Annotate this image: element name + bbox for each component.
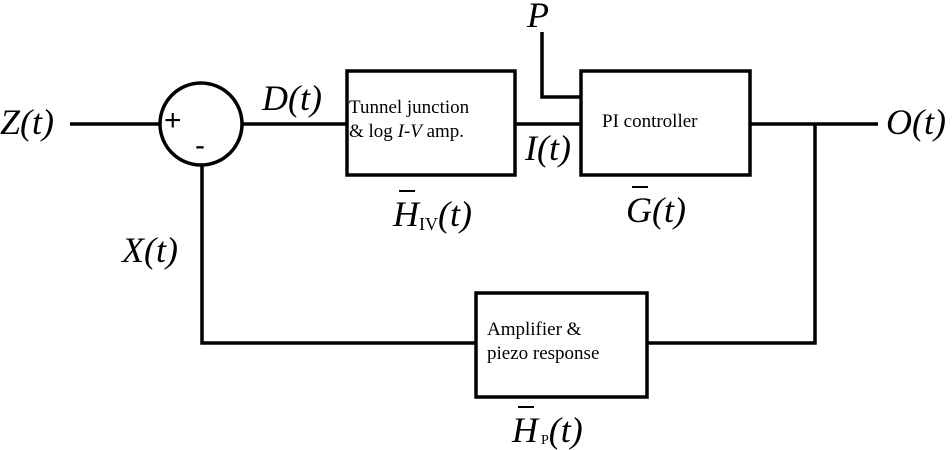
error-arg: (t) (288, 78, 322, 118)
tunnel-line1: Tunnel junction (349, 97, 470, 118)
piezo-line2: piezo response (487, 342, 600, 364)
current-name: I (525, 128, 537, 168)
tunnel-line2: & log I-V amp. (349, 120, 469, 144)
pi-tf-arg: (t) (652, 190, 686, 230)
current-label: I(t) (525, 130, 571, 166)
piezo-block (474, 291, 649, 399)
piezo-tf-sub: P (541, 433, 549, 448)
input-arg: (t) (20, 102, 55, 142)
pi-tf-name: G (626, 186, 652, 230)
tunnel-transfer-function: HIV(t) (393, 190, 472, 234)
feedback-right-line (647, 124, 817, 345)
piezo-tf-name: H (512, 406, 538, 450)
piezo-block-text: Amplifier & piezo response (487, 318, 599, 366)
piezo-tf-arg: (t) (548, 410, 583, 450)
tunnel-line2-post: amp. (421, 120, 465, 142)
tunnel-line2-i: I (397, 120, 404, 142)
feedback-name: X (122, 230, 144, 270)
error-label: D(t) (262, 80, 322, 116)
pi-line1: PI controller (602, 111, 698, 132)
tunnel-tf-name: H (393, 190, 419, 234)
setpoint-label: P (527, 0, 549, 33)
piezo-line1: Amplifier & (487, 319, 582, 340)
error-name: D (262, 78, 288, 118)
current-arg: (t) (537, 128, 571, 168)
tunnel-line2-pre: & log (349, 120, 398, 142)
feedback-arg: (t) (144, 230, 178, 270)
pi-block-text: PI controller (602, 110, 698, 134)
output-arg: (t) (912, 102, 946, 142)
plus-sign: + (164, 104, 182, 137)
pi-transfer-function: G(t) (626, 186, 686, 230)
output-label: O(t) (886, 104, 946, 140)
input-label: Z(t) (0, 104, 54, 140)
setpoint-line (540, 32, 581, 99)
tunnel-line2-dash: - (403, 120, 411, 142)
feedback-label: X(t) (122, 232, 178, 268)
input-name: Z (0, 102, 21, 142)
output-name: O (886, 102, 912, 142)
tunnel-block-text: Tunnel junction & log I-V amp. (349, 96, 469, 144)
minus-sign: - (195, 129, 205, 162)
tunnel-tf-sub: IV (419, 214, 438, 234)
feedback-left-line (200, 165, 476, 345)
tunnel-tf-arg: (t) (438, 194, 472, 234)
setpoint-name: P (527, 0, 549, 35)
tunnel-line2-v: V (410, 120, 422, 142)
